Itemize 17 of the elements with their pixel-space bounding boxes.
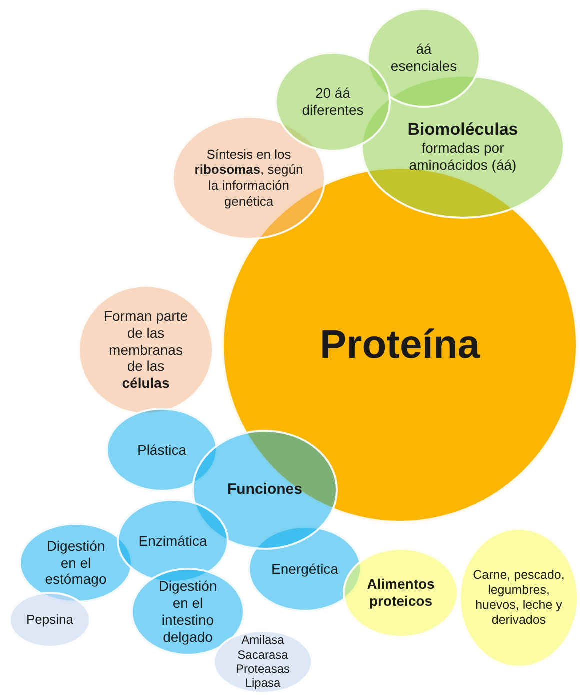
bubble-text: Funciones (227, 481, 302, 499)
bubble-text: Enzimática (138, 532, 208, 550)
bubble-text: Digestión en el estómago (44, 538, 108, 588)
bubble-text: Plástica (137, 442, 187, 458)
bubble-text: Pepsina (26, 612, 74, 628)
bubble-text: Alimentos proteicos (366, 576, 436, 610)
bubble-text: Amilasa Sacarasa Proteasas Lipasa (234, 633, 292, 691)
bubble-text: Energética (272, 560, 338, 578)
bubble-text: Digestión en el intestino delgado (158, 578, 218, 646)
title-text: Proteína (320, 322, 480, 369)
bubble-text: áá esenciales (390, 41, 458, 75)
bubble-text: formadas por aminoácidos (áá) (408, 140, 518, 174)
bubble-text: Forman parte de las membranas de las células (102, 308, 190, 392)
bubble-heading: Biomoléculas (408, 120, 518, 140)
bubble-text: 20 áá diferentes (301, 85, 365, 119)
bubble-text: Carne, pescado, legumbres, huevos, leche y derivados (473, 568, 565, 628)
bubble-text: Síntesis en los ribosomas, según la información genética (194, 146, 304, 210)
